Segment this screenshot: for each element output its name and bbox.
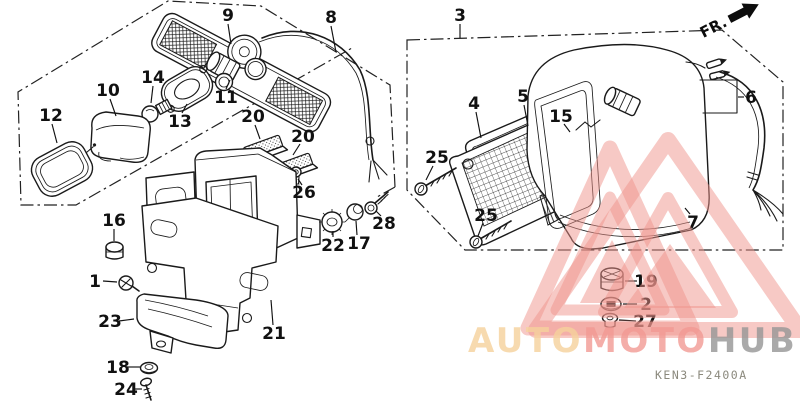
callout-8: 8: [325, 8, 337, 28]
watermark-text-hub: HUB: [708, 321, 797, 361]
fr-indicator: FR.: [697, 3, 759, 42]
callout-16: 16: [102, 211, 126, 231]
callout-3: 3: [454, 6, 466, 26]
callout-10: 10: [96, 81, 120, 101]
callout-4: 4: [468, 94, 480, 114]
callout-25: 25: [425, 148, 449, 168]
leader-line-14: [150, 85, 154, 104]
callout-18: 18: [106, 358, 130, 378]
callout-6: 6: [745, 88, 757, 108]
leader-line-9: [227, 23, 232, 45]
socket-cap: [214, 72, 234, 92]
callout-13: 13: [168, 112, 192, 132]
callout-17: 17: [347, 234, 371, 254]
leader-line-20: [254, 124, 261, 140]
screw-25-b: [469, 220, 512, 249]
collar-17: [344, 203, 364, 223]
leader-line-5: [523, 104, 529, 127]
leader-line-20: [292, 143, 301, 156]
taillight-lens-unit: [151, 12, 332, 133]
leader-line-11: [225, 79, 231, 90]
callout-24: 24: [114, 380, 138, 400]
callout-12: 12: [39, 106, 63, 126]
callout-23: 23: [98, 312, 122, 332]
callout-11: 11: [214, 88, 238, 108]
watermark-text-auto: AUTO: [468, 321, 583, 361]
watermark: AUTOMOTOHUB: [468, 132, 800, 361]
callout-1: 1: [89, 272, 101, 292]
bulb-14: [141, 98, 173, 123]
leader-line-17: [355, 220, 358, 236]
callout-22: 22: [321, 236, 345, 256]
rubber-cover-10: [90, 111, 151, 163]
callout-5: 5: [517, 87, 529, 107]
leader-line-13: [181, 103, 188, 114]
watermark-text-moto: MOTO: [583, 321, 708, 361]
watermark-text: AUTOMOTOHUB: [468, 321, 797, 361]
leader-line-8: [330, 25, 337, 53]
license-bracket-21: [141, 197, 279, 335]
fr-arrow-icon: [727, 3, 759, 23]
leader-line-25: [425, 165, 434, 181]
leader-line-7: [684, 207, 691, 215]
callout-14: 14: [141, 68, 165, 88]
screw-25-a: [414, 167, 457, 196]
leader-line-23: [118, 318, 135, 322]
callout-7: 7: [687, 213, 699, 233]
left-section-border: [17, 0, 396, 206]
leader-line-25: [477, 222, 484, 237]
leader-line-15: [563, 123, 571, 133]
callout-9: 9: [222, 6, 234, 26]
bolt-24: [139, 377, 153, 401]
nut-18: [139, 361, 159, 375]
leader-line-21: [270, 299, 274, 326]
callout-21: 21: [262, 324, 286, 344]
bulb-socket-right: [603, 86, 641, 117]
nut-22: [319, 209, 345, 235]
lens-12: [30, 141, 97, 197]
grommet-16: [105, 241, 124, 260]
right-section-border: [406, 29, 784, 251]
callout-26: 26: [292, 183, 316, 203]
lower-cover-23: [136, 293, 229, 354]
callout-15: 15: [549, 107, 573, 127]
watermark-triangle-logo-right: [528, 132, 800, 338]
part-6-bracket: [699, 79, 738, 114]
leader-line-28: [375, 210, 382, 217]
screw-1: [118, 275, 140, 292]
bolt-28: [364, 191, 389, 215]
leader-line-26: [297, 178, 303, 186]
wire-harness-right: [715, 71, 784, 222]
section-borders: [17, 0, 784, 251]
diagram-code: KEN3-F2400A: [655, 368, 748, 382]
callout-20: 20: [291, 127, 315, 147]
callout-20: 20: [241, 107, 265, 127]
callout-28: 28: [372, 214, 396, 234]
callout-25: 25: [474, 206, 498, 226]
left-section-border-tail: [376, 186, 396, 198]
bulb-socket-11: [206, 51, 241, 82]
leader-line-10: [109, 98, 117, 117]
wire-harness-8: [258, 30, 388, 183]
leader-line-1: [102, 280, 118, 283]
gasket-13: [160, 65, 214, 113]
leader-line-12: [51, 123, 58, 144]
fr-label: FR.: [697, 13, 730, 42]
leader-line-4: [475, 111, 482, 139]
